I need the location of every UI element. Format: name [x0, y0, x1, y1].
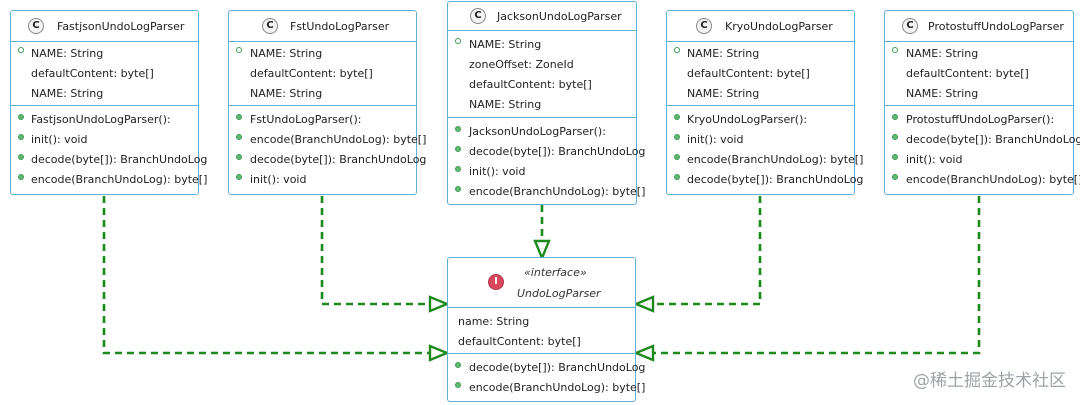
field-marker-icon — [18, 47, 24, 53]
method-row: decode(byte[]): BranchUndoLog — [11, 150, 207, 170]
field-row: defaultContent: byte[] — [31, 67, 154, 80]
interface-undo-log-parser[interactable]: I «interface» UndoLogParser name: String… — [447, 257, 645, 402]
method-row: decode(byte[]): BranchUndoLog — [448, 358, 645, 378]
method-row: ProtostuffUndoLogParser(): — [885, 110, 1073, 130]
arrowhead-kryo — [632, 295, 655, 313]
field-marker-icon — [674, 47, 680, 53]
field-marker-icon — [892, 47, 898, 53]
method-marker-icon — [18, 154, 24, 160]
class-name: FastjsonUndoLogParser — [57, 20, 185, 33]
field-row: NAME: String — [469, 98, 542, 111]
interface-badge-icon: I — [488, 274, 504, 290]
arrowhead-protostuff — [632, 344, 655, 362]
class-badge-icon: C — [262, 18, 278, 34]
method-row: JacksonUndoLogParser(): — [448, 122, 636, 142]
field-row: NAME: String — [448, 35, 636, 55]
method-marker-icon — [455, 382, 461, 388]
field-row: zoneOffset: ZoneId — [469, 58, 574, 71]
method-marker-icon — [674, 174, 680, 180]
class-name: ProtostuffUndoLogParser — [928, 20, 1064, 33]
method-marker-icon — [455, 126, 461, 132]
method-marker-icon — [674, 134, 680, 140]
method-row: init(): void — [885, 150, 1073, 170]
field-row: NAME: String — [11, 44, 198, 64]
method-row: init(): void — [229, 170, 416, 190]
field-row: defaultContent: byte[] — [469, 78, 592, 91]
field-row: NAME: String — [667, 44, 854, 64]
method-marker-icon — [455, 362, 461, 368]
method-marker-icon — [674, 114, 680, 120]
class-badge-icon: C — [902, 18, 918, 34]
arrowhead-jackson — [533, 239, 551, 262]
field-marker-icon — [455, 38, 461, 44]
method-marker-icon — [892, 174, 898, 180]
method-row: decode(byte[]): BranchUndoLog — [885, 130, 1080, 150]
class-fst-undo-log-parser[interactable]: C FstUndoLogParser NAME: String defaultC… — [228, 10, 426, 195]
method-row: encode(BranchUndoLog): byte[] — [229, 130, 426, 150]
method-row: encode(BranchUndoLog): byte[] — [448, 378, 645, 398]
method-row: encode(BranchUndoLog): byte[] — [11, 170, 207, 190]
method-marker-icon — [455, 146, 461, 152]
class-badge-icon: C — [470, 8, 486, 24]
class-name: KryoUndoLogParser — [725, 20, 833, 33]
connector-protostuff — [654, 196, 981, 355]
method-marker-icon — [18, 174, 24, 180]
class-protostuff-undo-log-parser[interactable]: C ProtostuffUndoLogParser NAME: String d… — [884, 10, 1080, 195]
connector-fst — [320, 196, 430, 306]
field-row: NAME: String — [885, 44, 1073, 64]
field-row: NAME: String — [229, 44, 416, 64]
method-marker-icon — [236, 154, 242, 160]
method-row: decode(byte[]): BranchUndoLog — [448, 142, 645, 162]
field-row: defaultContent: byte[] — [458, 335, 581, 348]
connector-kryo — [654, 196, 762, 306]
method-marker-icon — [236, 134, 242, 140]
class-fastjson-undo-log-parser[interactable]: C FastjsonUndoLogParser NAME: String def… — [10, 10, 207, 195]
method-row: encode(BranchUndoLog): byte[] — [667, 150, 863, 170]
method-row: decode(byte[]): BranchUndoLog — [229, 150, 426, 170]
class-name: JacksonUndoLogParser — [497, 10, 622, 23]
method-marker-icon — [892, 134, 898, 140]
class-badge-icon: C — [28, 18, 44, 34]
method-marker-icon — [455, 186, 461, 192]
field-row: NAME: String — [906, 87, 979, 100]
field-marker-icon — [236, 47, 242, 53]
method-marker-icon — [18, 134, 24, 140]
method-marker-icon — [236, 114, 242, 120]
field-row: defaultContent: byte[] — [906, 67, 1029, 80]
method-row: KryoUndoLogParser(): — [667, 110, 854, 130]
method-marker-icon — [18, 114, 24, 120]
method-row: init(): void — [667, 130, 854, 150]
class-kryo-undo-log-parser[interactable]: C KryoUndoLogParser NAME: String default… — [666, 10, 863, 195]
method-marker-icon — [674, 154, 680, 160]
method-row: init(): void — [11, 130, 198, 150]
method-row: init(): void — [448, 162, 636, 182]
field-row: defaultContent: byte[] — [687, 67, 810, 80]
method-marker-icon — [455, 166, 461, 172]
field-row: NAME: String — [250, 87, 323, 100]
field-row: NAME: String — [31, 87, 104, 100]
class-name: FstUndoLogParser — [290, 20, 390, 33]
watermark: @稀土掘金技术社区 — [913, 371, 1066, 391]
method-row: encode(BranchUndoLog): byte[] — [448, 182, 645, 202]
field-row: name: String — [458, 315, 530, 328]
class-badge-icon: C — [696, 18, 712, 34]
method-marker-icon — [892, 114, 898, 120]
connector-fastjson — [102, 196, 430, 355]
interface-stereotype: «interface» — [524, 266, 587, 279]
arrowhead-fastjson — [428, 344, 451, 362]
class-jackson-undo-log-parser[interactable]: C JacksonUndoLogParser NAME: String zone… — [447, 1, 645, 205]
method-row: encode(BranchUndoLog): byte[] — [885, 170, 1080, 190]
method-row: decode(byte[]): BranchUndoLog — [667, 170, 863, 190]
interface-name: UndoLogParser — [517, 287, 601, 300]
field-row: NAME: String — [687, 87, 760, 100]
method-marker-icon — [892, 154, 898, 160]
method-row: FstUndoLogParser(): — [229, 110, 416, 130]
method-row: FastjsonUndoLogParser(): — [11, 110, 198, 130]
field-row: defaultContent: byte[] — [250, 67, 373, 80]
arrowhead-fst — [428, 295, 451, 313]
method-marker-icon — [236, 174, 242, 180]
